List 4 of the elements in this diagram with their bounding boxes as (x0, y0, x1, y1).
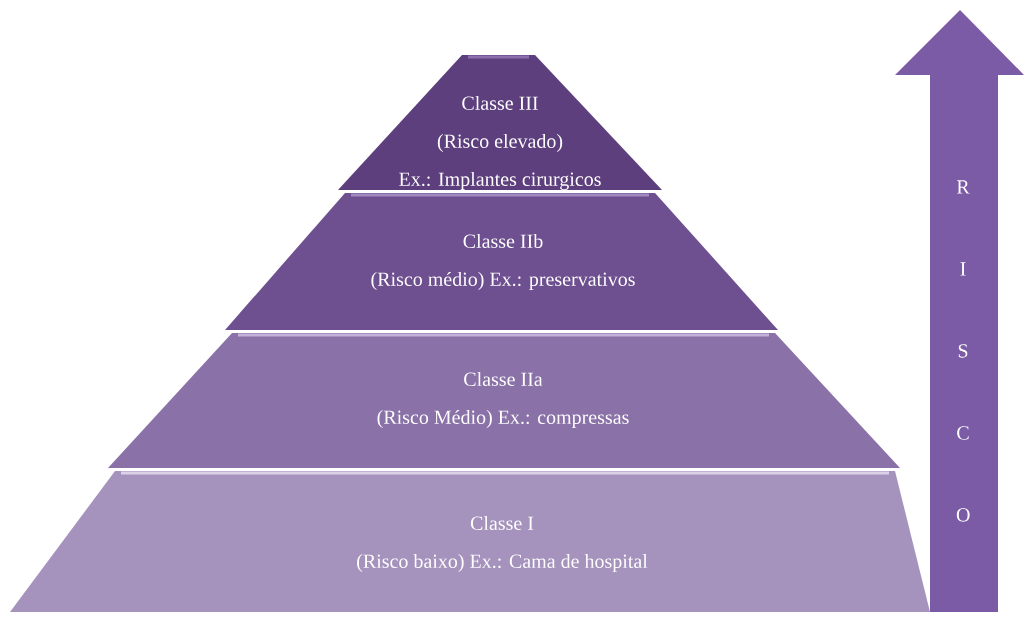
pyramid-tier: Classe IIa (Risco Médio) Ex.: compressas (108, 333, 900, 468)
pyramid-tier: Classe I (Risco baixo) Ex.: Cama de hospital (10, 471, 930, 612)
pyramid-tier: Classe III (Risco elevado) Ex.: Implantes cirurgicos (338, 55, 662, 191)
pyramid-tier: Classe IIb (Risco médio) Ex.: preservativos (225, 193, 778, 330)
